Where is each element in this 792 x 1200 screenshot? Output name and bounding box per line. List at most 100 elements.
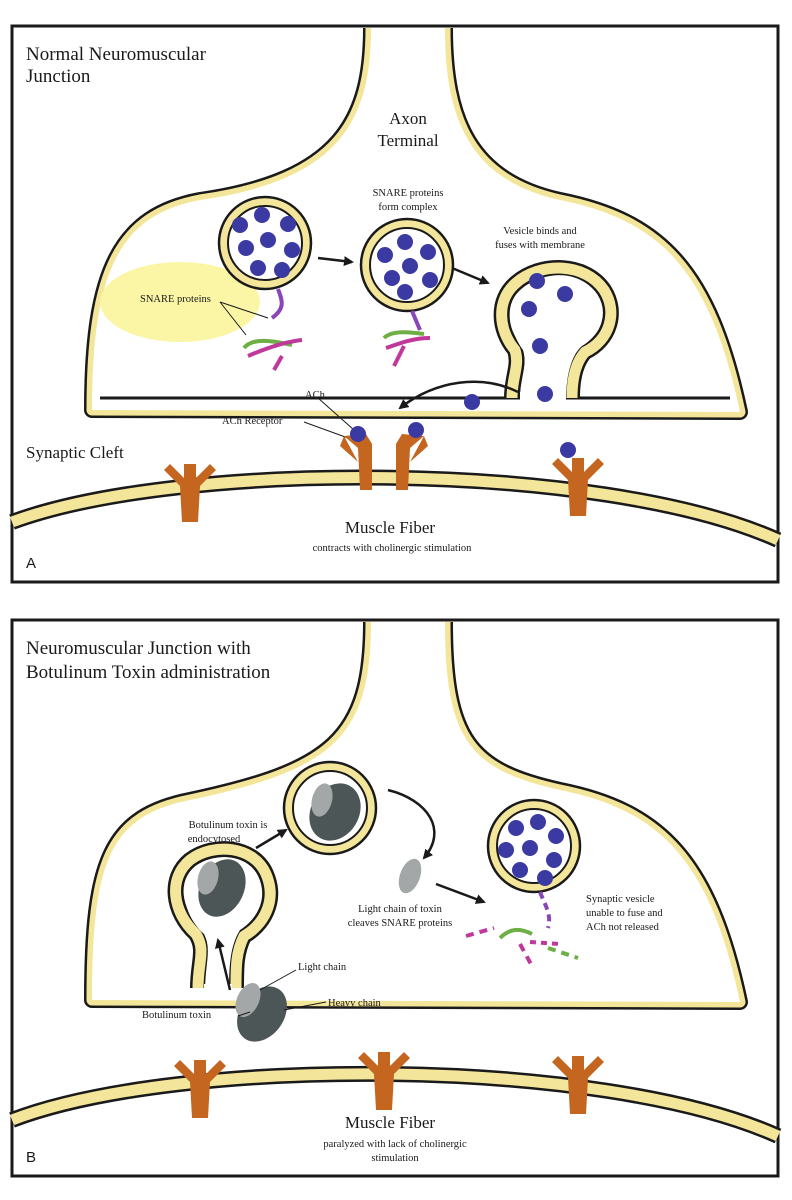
ach-molecule — [260, 232, 276, 248]
leader-light-chain — [259, 969, 297, 991]
heavy-chain-label: Heavy chain — [328, 998, 382, 1009]
ach-molecule — [530, 814, 546, 830]
ach-molecule — [548, 828, 564, 844]
muscle-fiber-label-b: Muscle Fiber — [345, 1113, 436, 1132]
toxin-vesicle — [282, 760, 378, 856]
ach-label: ACh — [305, 390, 326, 401]
panel-b-letter: B — [26, 1149, 36, 1166]
toxin-light-chain — [235, 983, 261, 1017]
ach-molecule — [238, 240, 254, 256]
snare-highlight — [100, 262, 260, 342]
snare-vesicle-protein — [270, 288, 284, 320]
arrow-b0 — [215, 938, 232, 991]
ach-molecule — [560, 442, 576, 458]
panel-a: Normal Neuromuscular Junction Axon Termi… — [9, 24, 782, 584]
light-chain-cleaves-label: Light chain of toxin — [358, 904, 442, 915]
axon-terminal-label: Axon — [389, 109, 427, 128]
ach-molecule — [280, 216, 296, 232]
ach-molecule — [532, 338, 548, 354]
panel-b: Neuromuscular Junction with Botulinum To… — [9, 618, 782, 1178]
vesicle-unable-label: ACh not released — [586, 922, 660, 933]
light-chain-cleaves-label: cleaves SNARE proteins — [348, 918, 452, 929]
leader-ach — [317, 397, 355, 431]
snare-complex-label: SNARE proteins — [373, 188, 444, 199]
cleaved-snare-vesicle — [538, 891, 552, 929]
ach-molecule — [420, 244, 436, 260]
endocytosed-label: Botulinum toxin is — [189, 820, 268, 831]
muscle-fiber-sublabel-b: paralyzed with lack of cholinergic — [323, 1139, 467, 1150]
axon-terminal-label: Terminal — [377, 131, 438, 150]
ach-molecule — [284, 242, 300, 258]
endocytosed-label: endocytosed — [188, 834, 241, 845]
snare-vesicle-protein — [410, 310, 422, 331]
vesicle-fuse-label: fuses with membrane — [495, 240, 585, 251]
panel-a-letter: A — [26, 555, 36, 572]
ach-molecule — [508, 820, 524, 836]
ach-molecule — [250, 260, 266, 276]
panel-b-title: Botulinum Toxin administration — [26, 662, 271, 683]
ach-molecule — [254, 207, 270, 223]
leader-snare-a — [219, 301, 247, 336]
ach-molecule — [384, 270, 400, 286]
snare-complex-label: form complex — [378, 202, 438, 213]
ach-receptor-label: ACh Receptor — [222, 416, 283, 427]
leader-botulinum-toxin — [237, 1011, 251, 1017]
muscle-fiber-sublabel: contracts with cholinergic stimulation — [313, 543, 472, 554]
leader-snare-b — [219, 301, 269, 319]
ach-molecule — [422, 272, 438, 288]
ach-molecule — [498, 842, 514, 858]
arrow-a1 — [317, 256, 354, 267]
toxin-light-chain — [311, 783, 333, 817]
synaptic-cleft-label: Synaptic Cleft — [26, 443, 124, 462]
ach-bound — [408, 422, 424, 438]
ach-molecule — [521, 301, 537, 317]
ach-molecule — [397, 284, 413, 300]
ach-receptor-open — [340, 434, 428, 490]
snare-complex-2 — [382, 330, 431, 367]
endocytic-pore — [204, 984, 232, 998]
botulinum-toxin-molecule — [235, 983, 287, 1042]
arrow-b3 — [435, 882, 486, 904]
ach-molecule — [232, 217, 248, 233]
panel-b-title: Neuromuscular Junction with — [26, 638, 251, 659]
vesicle-unable-label: unable to fuse and — [586, 908, 663, 919]
light-chain-free — [398, 858, 422, 894]
vesicle-unable-label: Synaptic vesicle — [586, 894, 655, 905]
fusing-vesicle — [493, 260, 619, 400]
botulinum-toxin-label: Botulinum toxin — [142, 1010, 212, 1021]
muscle-fiber-label: Muscle Fiber — [345, 518, 436, 537]
snare-proteins-label: SNARE proteins — [140, 294, 211, 305]
blocked-vesicle — [486, 798, 582, 894]
cleaved-snare-fragments — [465, 926, 579, 967]
toxin-light-chain — [197, 861, 219, 895]
ach-molecule — [557, 286, 573, 302]
leader-ach-receptor — [303, 421, 349, 439]
ach-molecule — [377, 247, 393, 263]
panel-a-title: Junction — [26, 66, 91, 87]
muscle-fiber-membrane-a — [9, 469, 782, 548]
ach-molecule — [522, 840, 538, 856]
vesicle-1 — [217, 195, 313, 291]
arrow-a2 — [451, 266, 490, 285]
vesicle-fuse-label: Vesicle binds and — [503, 226, 577, 237]
arrow-release — [398, 380, 519, 410]
ach-molecule — [537, 386, 553, 402]
ach-molecule — [546, 852, 562, 868]
leader-heavy-chain — [283, 1001, 327, 1011]
ach-molecule — [274, 262, 290, 278]
panel-a-title: Normal Neuromuscular — [26, 44, 207, 65]
ach-molecule — [402, 258, 418, 274]
arrow-b2 — [387, 788, 436, 860]
ach-molecule — [537, 870, 553, 886]
muscle-fiber-sublabel-b: stimulation — [371, 1153, 419, 1164]
light-chain-label: Light chain — [298, 962, 347, 973]
ach-molecule — [529, 273, 545, 289]
arrow-b1 — [255, 828, 288, 850]
ach-bound — [350, 426, 366, 442]
vesicle-2 — [359, 217, 455, 313]
ach-molecule — [464, 394, 480, 410]
ach-molecule — [397, 234, 413, 250]
snare-complex-1 — [242, 338, 303, 371]
ach-molecule — [512, 862, 528, 878]
